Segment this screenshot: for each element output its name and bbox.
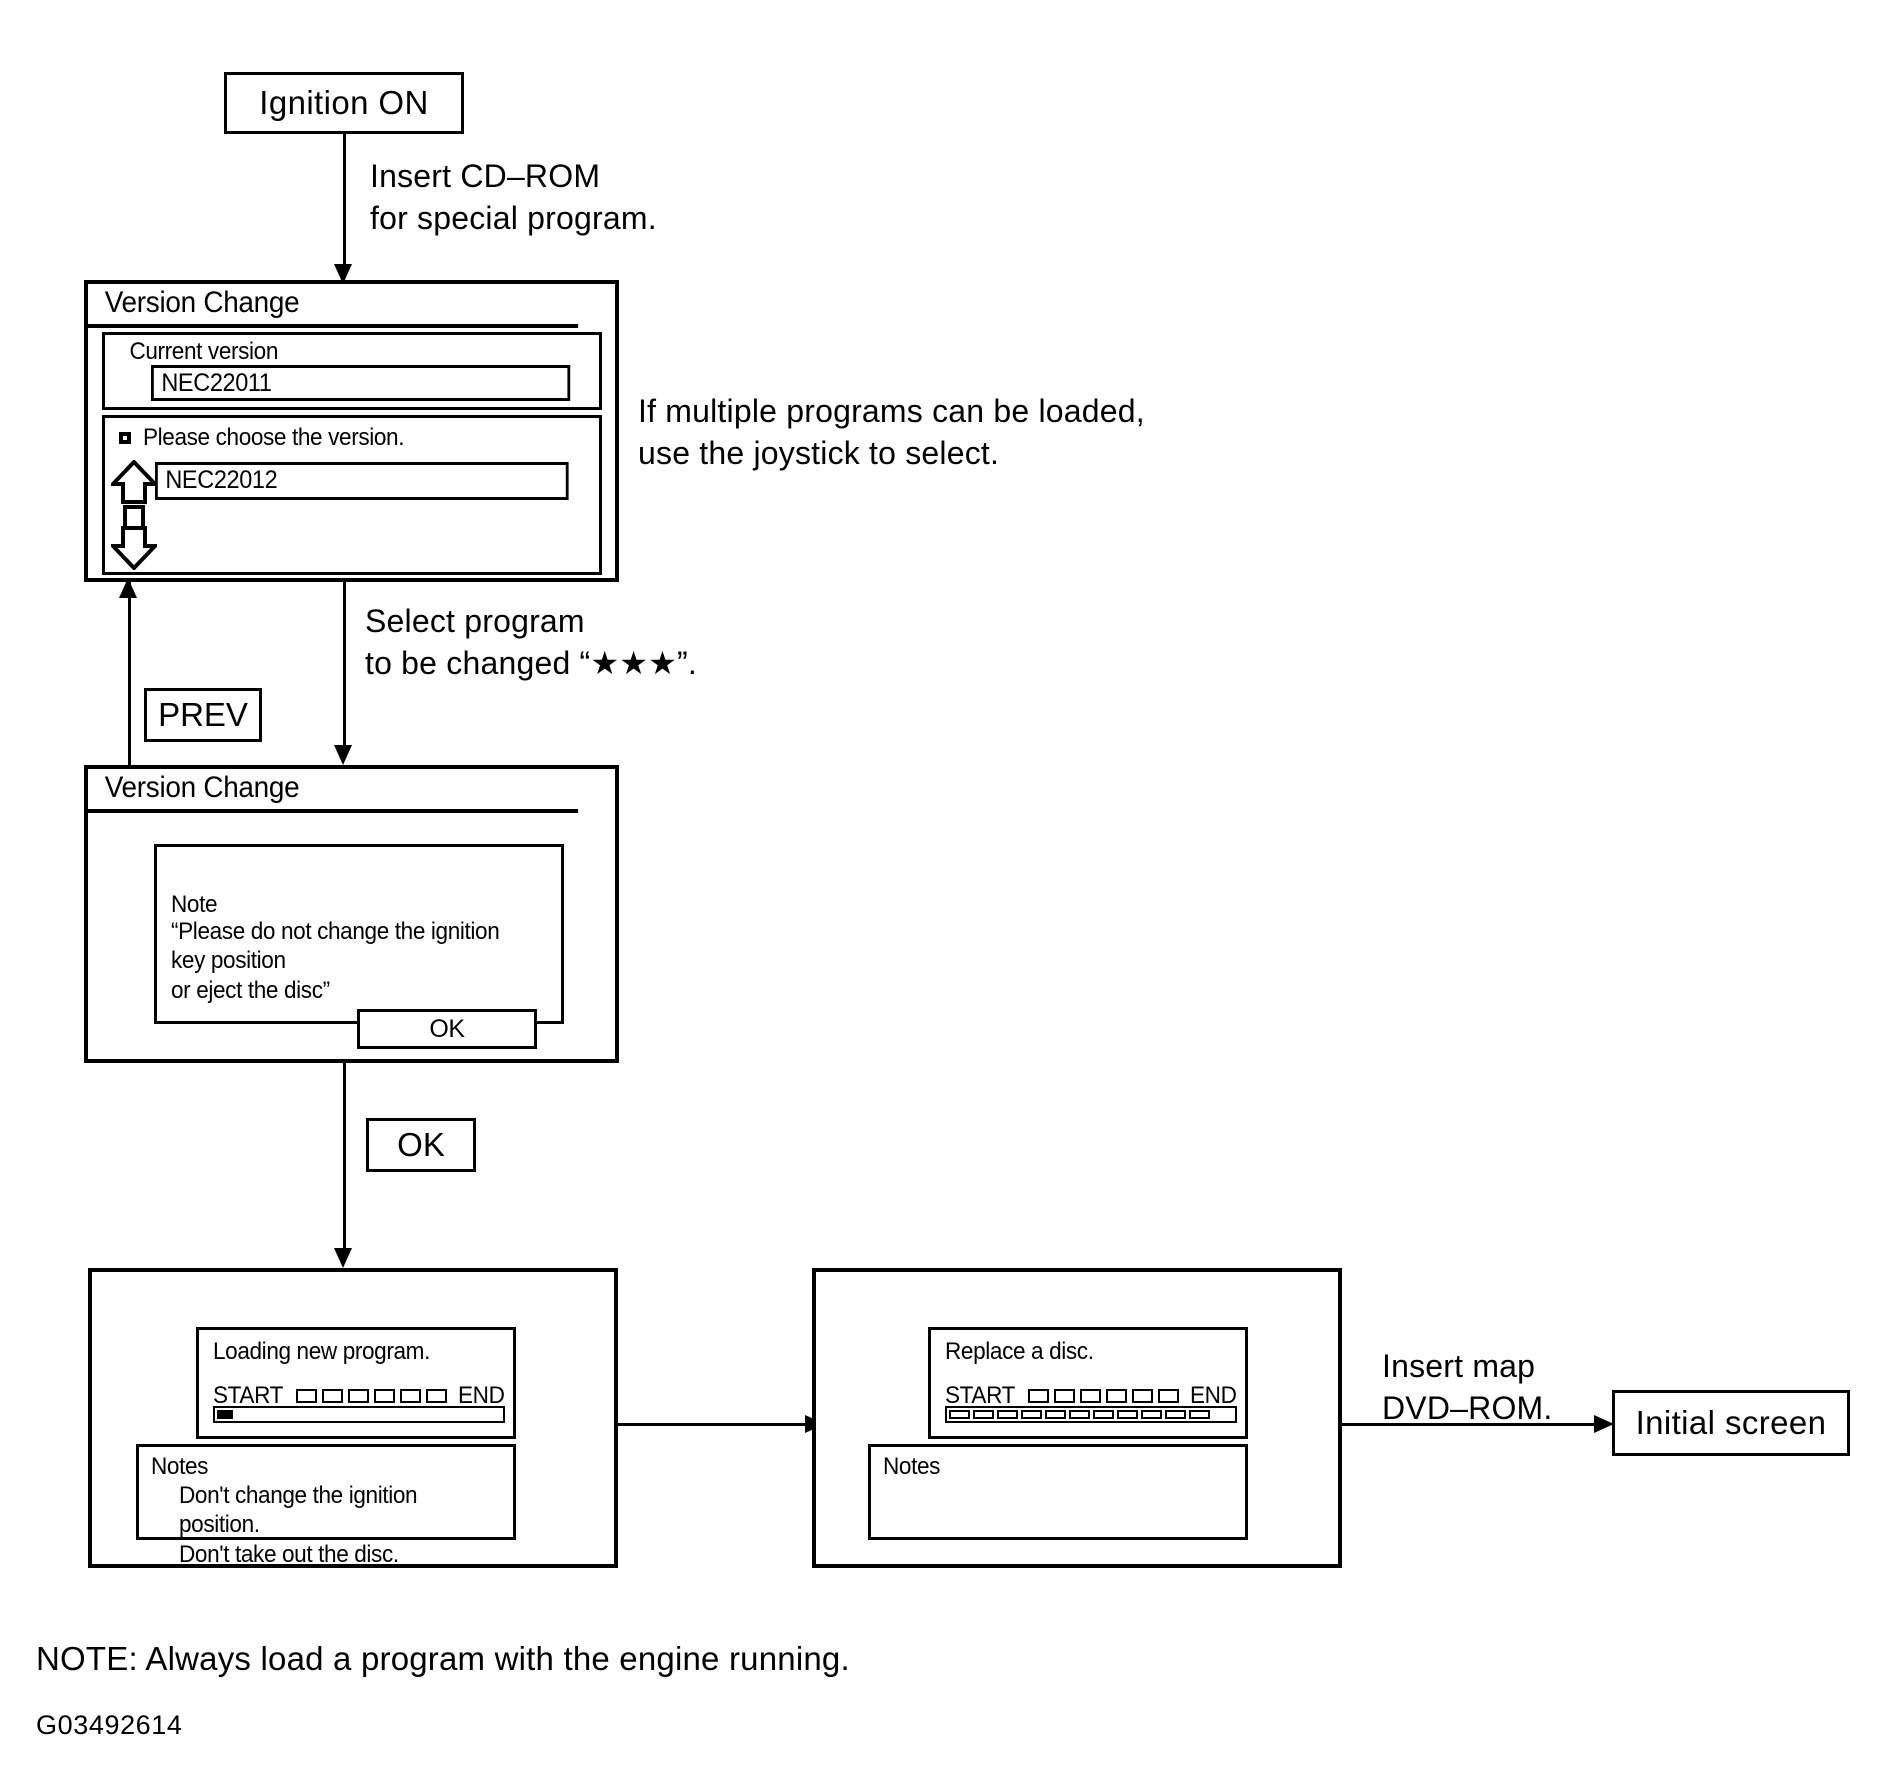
ok-button[interactable]: OK (366, 1118, 476, 1172)
prev-button-label: PREV (158, 696, 248, 733)
diagram-id-code: G03492614 (36, 1710, 183, 1740)
replace-progress-start: START (945, 1382, 1016, 1409)
progress-tick (1069, 1410, 1090, 1419)
edge-replace-to-initial (1342, 1423, 1597, 1426)
progress-tick (1117, 1410, 1138, 1419)
progress-segment (400, 1389, 422, 1403)
replace-progress-segments: START END (945, 1382, 1240, 1410)
screen-replace-disc: Replace a disc. START END (812, 1268, 1342, 1568)
progress-segment (1106, 1389, 1128, 1403)
loading-notes-panel: Notes Don't change the ignition position… (136, 1444, 516, 1568)
bullet-square-icon (119, 432, 131, 444)
edge-label-insert-cdrom: Insert CD–ROM for special program. (370, 158, 657, 237)
progress-tick (997, 1410, 1018, 1419)
screen-loading: Loading new program. START END Notes Don… (88, 1268, 618, 1568)
node-initial-screen: Initial screen (1612, 1390, 1850, 1456)
progress-tick (1165, 1410, 1186, 1419)
progress-tick (1093, 1410, 1114, 1419)
replace-progress-bar (945, 1406, 1237, 1423)
replace-progress-ticks (947, 1408, 1235, 1421)
progress-segment (296, 1389, 318, 1403)
loading-progress-bar (213, 1406, 505, 1423)
current-version-value: NEC22011 (151, 365, 571, 401)
progress-segment (426, 1389, 448, 1403)
progress-segment (1054, 1389, 1076, 1403)
choose-version-label: Please choose the version. (143, 424, 405, 451)
replace-notes-heading: Notes (883, 1453, 941, 1480)
edge-ok-line (343, 1063, 346, 1253)
replace-progress-end: END (1190, 1382, 1237, 1409)
node-initial-screen-label: Initial screen (1635, 1404, 1827, 1441)
edge-ignition-arrowhead (334, 264, 352, 284)
node-ignition-on-label: Ignition ON (259, 84, 429, 121)
footer-note: NOTE: Always load a program with the eng… (36, 1640, 850, 1677)
screen-version-note: Version Change Note “Please do not chang… (84, 765, 619, 1063)
progress-tick (1189, 1410, 1210, 1419)
loading-progress-bar-fill (217, 1410, 233, 1419)
progress-segment (1158, 1389, 1180, 1403)
loading-progress-end: END (458, 1382, 505, 1409)
edge-loading-to-replace (618, 1423, 808, 1426)
edge-ok-arrowhead (334, 1248, 352, 1268)
prev-button[interactable]: PREV (144, 688, 262, 742)
screen-version-select-title: Version Change (88, 284, 579, 328)
progress-tick (949, 1410, 970, 1419)
progress-segment (348, 1389, 370, 1403)
loading-progress-segments: START END (213, 1382, 508, 1410)
loading-notes-heading: Notes (151, 1453, 209, 1480)
version-list-item[interactable]: NEC22012 (155, 462, 569, 500)
node-ignition-on: Ignition ON (224, 72, 464, 134)
replace-progress-panel: Replace a disc. START END (928, 1327, 1248, 1439)
loading-progress-start: START (213, 1382, 284, 1409)
edge-label-select-program: Select program to be changed “★★★”. (365, 603, 697, 682)
edge-select-program-arrowhead (334, 745, 352, 765)
note-ok-button[interactable]: OK (357, 1009, 537, 1049)
progress-tick (1045, 1410, 1066, 1419)
current-version-label: Current version (129, 338, 279, 365)
progress-segment (374, 1389, 396, 1403)
progress-tick (1021, 1410, 1042, 1419)
joystick-updown-icon (111, 460, 157, 570)
edge-prev-arrowhead (119, 578, 137, 598)
edge-select-program-line (343, 582, 346, 750)
replace-heading: Replace a disc. (945, 1338, 1094, 1365)
annotation-multiple-programs: If multiple programs can be loaded, use … (638, 393, 1145, 472)
note-heading: Note (171, 891, 218, 918)
note-body: “Please do not change the ignition key p… (171, 918, 500, 1004)
screen-version-select: Version Change Current version NEC22011 … (84, 280, 619, 582)
edge-replace-to-initial-arrowhead (1594, 1415, 1614, 1433)
edge-label-insert-map: Insert map DVD–ROM. (1382, 1348, 1553, 1427)
choose-version-panel: Please choose the version. NEC22012 (102, 415, 602, 575)
loading-progress-panel: Loading new program. START END (196, 1327, 516, 1439)
screen-version-note-title: Version Change (88, 769, 579, 813)
progress-tick (973, 1410, 994, 1419)
ok-button-label: OK (397, 1126, 445, 1163)
edge-ignition-to-version (343, 134, 346, 268)
progress-tick (1141, 1410, 1162, 1419)
replace-notes-panel: Notes (868, 1444, 1248, 1540)
loading-notes-body: Don't change the ignition position. Don'… (179, 1482, 418, 1568)
progress-segment (1028, 1389, 1050, 1403)
progress-segment (1132, 1389, 1154, 1403)
progress-segment (1080, 1389, 1102, 1403)
note-panel: Note “Please do not change the ignition … (154, 844, 564, 1024)
current-version-panel: Current version NEC22011 (102, 332, 602, 410)
edge-prev-line (128, 582, 131, 770)
loading-heading: Loading new program. (213, 1338, 430, 1365)
progress-segment (322, 1389, 344, 1403)
